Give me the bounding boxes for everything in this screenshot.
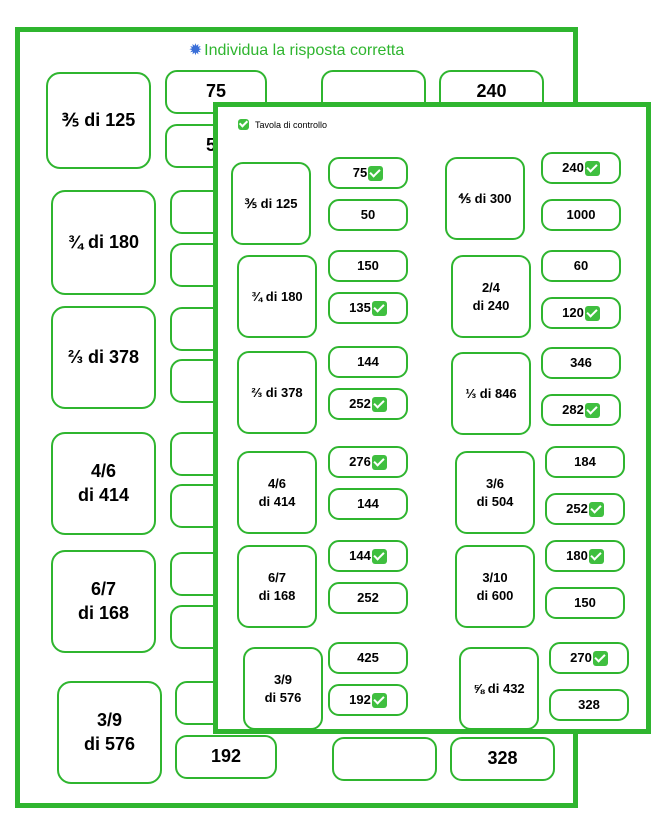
question-box: 4/6 di 414: [237, 451, 317, 534]
answer-box: 144: [328, 346, 408, 378]
answer-box: 328: [549, 689, 629, 721]
answer-box: 120: [541, 297, 621, 329]
answer-box: 282: [541, 394, 621, 426]
answer-value: 1000: [566, 206, 596, 222]
question-box: ⅗ di 125: [231, 162, 311, 245]
answer-box: 192: [328, 684, 408, 716]
check-box-icon: [368, 165, 384, 181]
answer-box: 1000: [541, 199, 621, 231]
answer-value: 120: [562, 304, 584, 320]
check-box-icon: [371, 300, 387, 316]
answer-box: 144: [328, 488, 408, 520]
control-sheet: Tavola di controllo ⅗ di 125 75 50 ¾ di 180…: [213, 102, 651, 734]
question-box: ⅗ di 125: [46, 72, 151, 169]
answer-box: 328: [450, 737, 555, 781]
answer-value: 346: [570, 354, 592, 370]
check-box-icon: [592, 650, 608, 666]
control-sheet-header: Tavola di controllo: [238, 119, 327, 130]
answer-box: 252: [545, 493, 625, 525]
answer-value: 144: [357, 353, 379, 369]
answer-box: 270: [549, 642, 629, 674]
answer-value: 282: [562, 401, 584, 417]
check-box-icon: [371, 396, 387, 412]
check-box-icon: [371, 454, 387, 470]
question-box: ⅔ di 378: [237, 351, 317, 434]
answer-value: 425: [357, 649, 379, 665]
answer-value: 328: [578, 696, 600, 712]
answer-value: 240: [562, 159, 584, 175]
answer-value: 150: [574, 594, 596, 610]
check-box-icon: [238, 119, 249, 130]
question-box: 3/6 di 504: [455, 451, 535, 534]
question-box: 4/6 di 414: [51, 432, 156, 535]
check-box-icon: [584, 305, 600, 321]
question-box: 3/10 di 600: [455, 545, 535, 628]
answer-value: 144: [349, 547, 371, 563]
answer-box: 180: [545, 540, 625, 572]
answer-box: 60: [541, 250, 621, 282]
answer-box: 135: [328, 292, 408, 324]
answer-box: 240: [541, 152, 621, 184]
answer-box: 144: [328, 540, 408, 572]
answer-value: 150: [357, 257, 379, 273]
question-box: ⅔ di 378: [51, 306, 156, 409]
sparkle-icon: ✹: [188, 42, 203, 59]
answer-value: 276: [349, 453, 371, 469]
question-box: 6/7 di 168: [51, 550, 156, 653]
answer-value: 75: [352, 164, 368, 180]
answer-value: 252: [349, 395, 371, 411]
question-box: ¾ di 180: [237, 255, 317, 338]
answer-value: 184: [574, 453, 596, 469]
answer-value: 270: [570, 649, 592, 665]
check-box-icon: [584, 160, 600, 176]
question-box: 3/9 di 576: [243, 647, 323, 730]
check-box-icon: [588, 548, 604, 564]
question-box: 6/7 di 168: [237, 545, 317, 628]
check-box-icon: [588, 501, 604, 517]
answer-value: 252: [566, 500, 588, 516]
question-box: 3/9 di 576: [57, 681, 162, 784]
answer-box: [332, 737, 437, 781]
answer-box: 50: [328, 199, 408, 231]
question-box: ¾ di 180: [51, 190, 156, 295]
answer-value: 144: [357, 495, 379, 511]
question-box: ⅝ di 432: [459, 647, 539, 730]
check-box-icon: [584, 402, 600, 418]
answer-box: 252: [328, 582, 408, 614]
answer-value: 135: [349, 299, 371, 315]
answer-box: 150: [545, 587, 625, 619]
answer-box: 150: [328, 250, 408, 282]
worksheet-title: ✹Individua la risposta corretta: [188, 42, 405, 59]
answer-value: 50: [360, 206, 376, 222]
question-box: 2/4 di 240: [451, 255, 531, 338]
question-box: ⅘ di 300: [445, 157, 525, 240]
answer-value: 180: [566, 547, 588, 563]
answer-box: 192: [175, 735, 277, 779]
check-box-icon: [371, 692, 387, 708]
answer-value: 192: [349, 691, 371, 707]
question-box: ⅓ di 846: [451, 352, 531, 435]
answer-box: 75: [328, 157, 408, 189]
answer-box: 184: [545, 446, 625, 478]
check-box-icon: [371, 548, 387, 564]
answer-box: 425: [328, 642, 408, 674]
answer-value: 252: [357, 589, 379, 605]
answer-box: 252: [328, 388, 408, 420]
answer-box: 346: [541, 347, 621, 379]
answer-box: 276: [328, 446, 408, 478]
answer-value: 60: [573, 257, 589, 273]
